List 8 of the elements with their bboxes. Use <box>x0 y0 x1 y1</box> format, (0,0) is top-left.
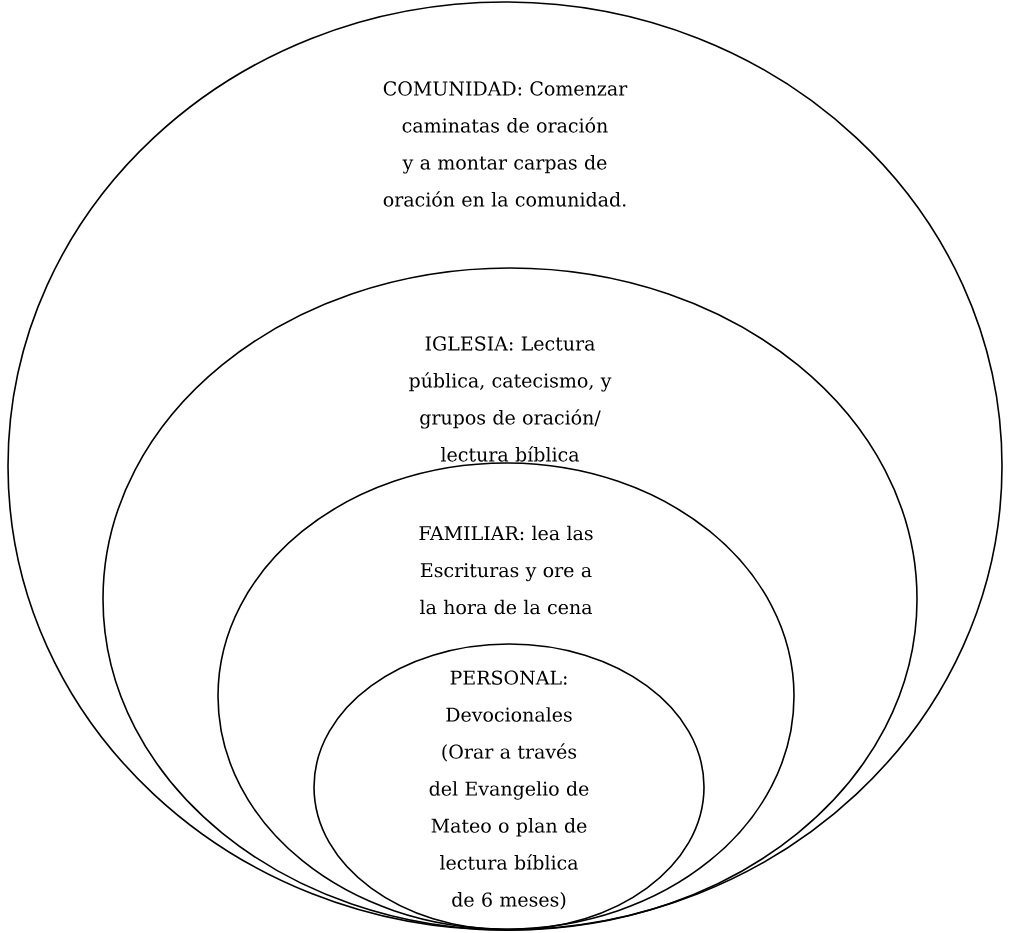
ellipse <box>102 267 918 931</box>
ellipse <box>313 643 705 931</box>
ellipse-label: COMUNIDAD: Comenzar caminatas de oración y a montar carpas de oración en la comunidad. <box>383 81 628 207</box>
ellipse <box>7 1 1003 931</box>
ellipse-label: IGLESIA: Lectura pública, catecismo, y grupos de oración/ lectura bíblica <box>409 336 612 462</box>
ellipse-label: FAMILIAR: lea las Escrituras y ore a la hora de la cena <box>419 525 593 615</box>
ellipse <box>217 462 795 930</box>
ellipse-label: PERSONAL: Devocionales (Orar a través del Evangelio de Mateo o plan de lectura bíblica de 6 meses) <box>429 670 589 910</box>
